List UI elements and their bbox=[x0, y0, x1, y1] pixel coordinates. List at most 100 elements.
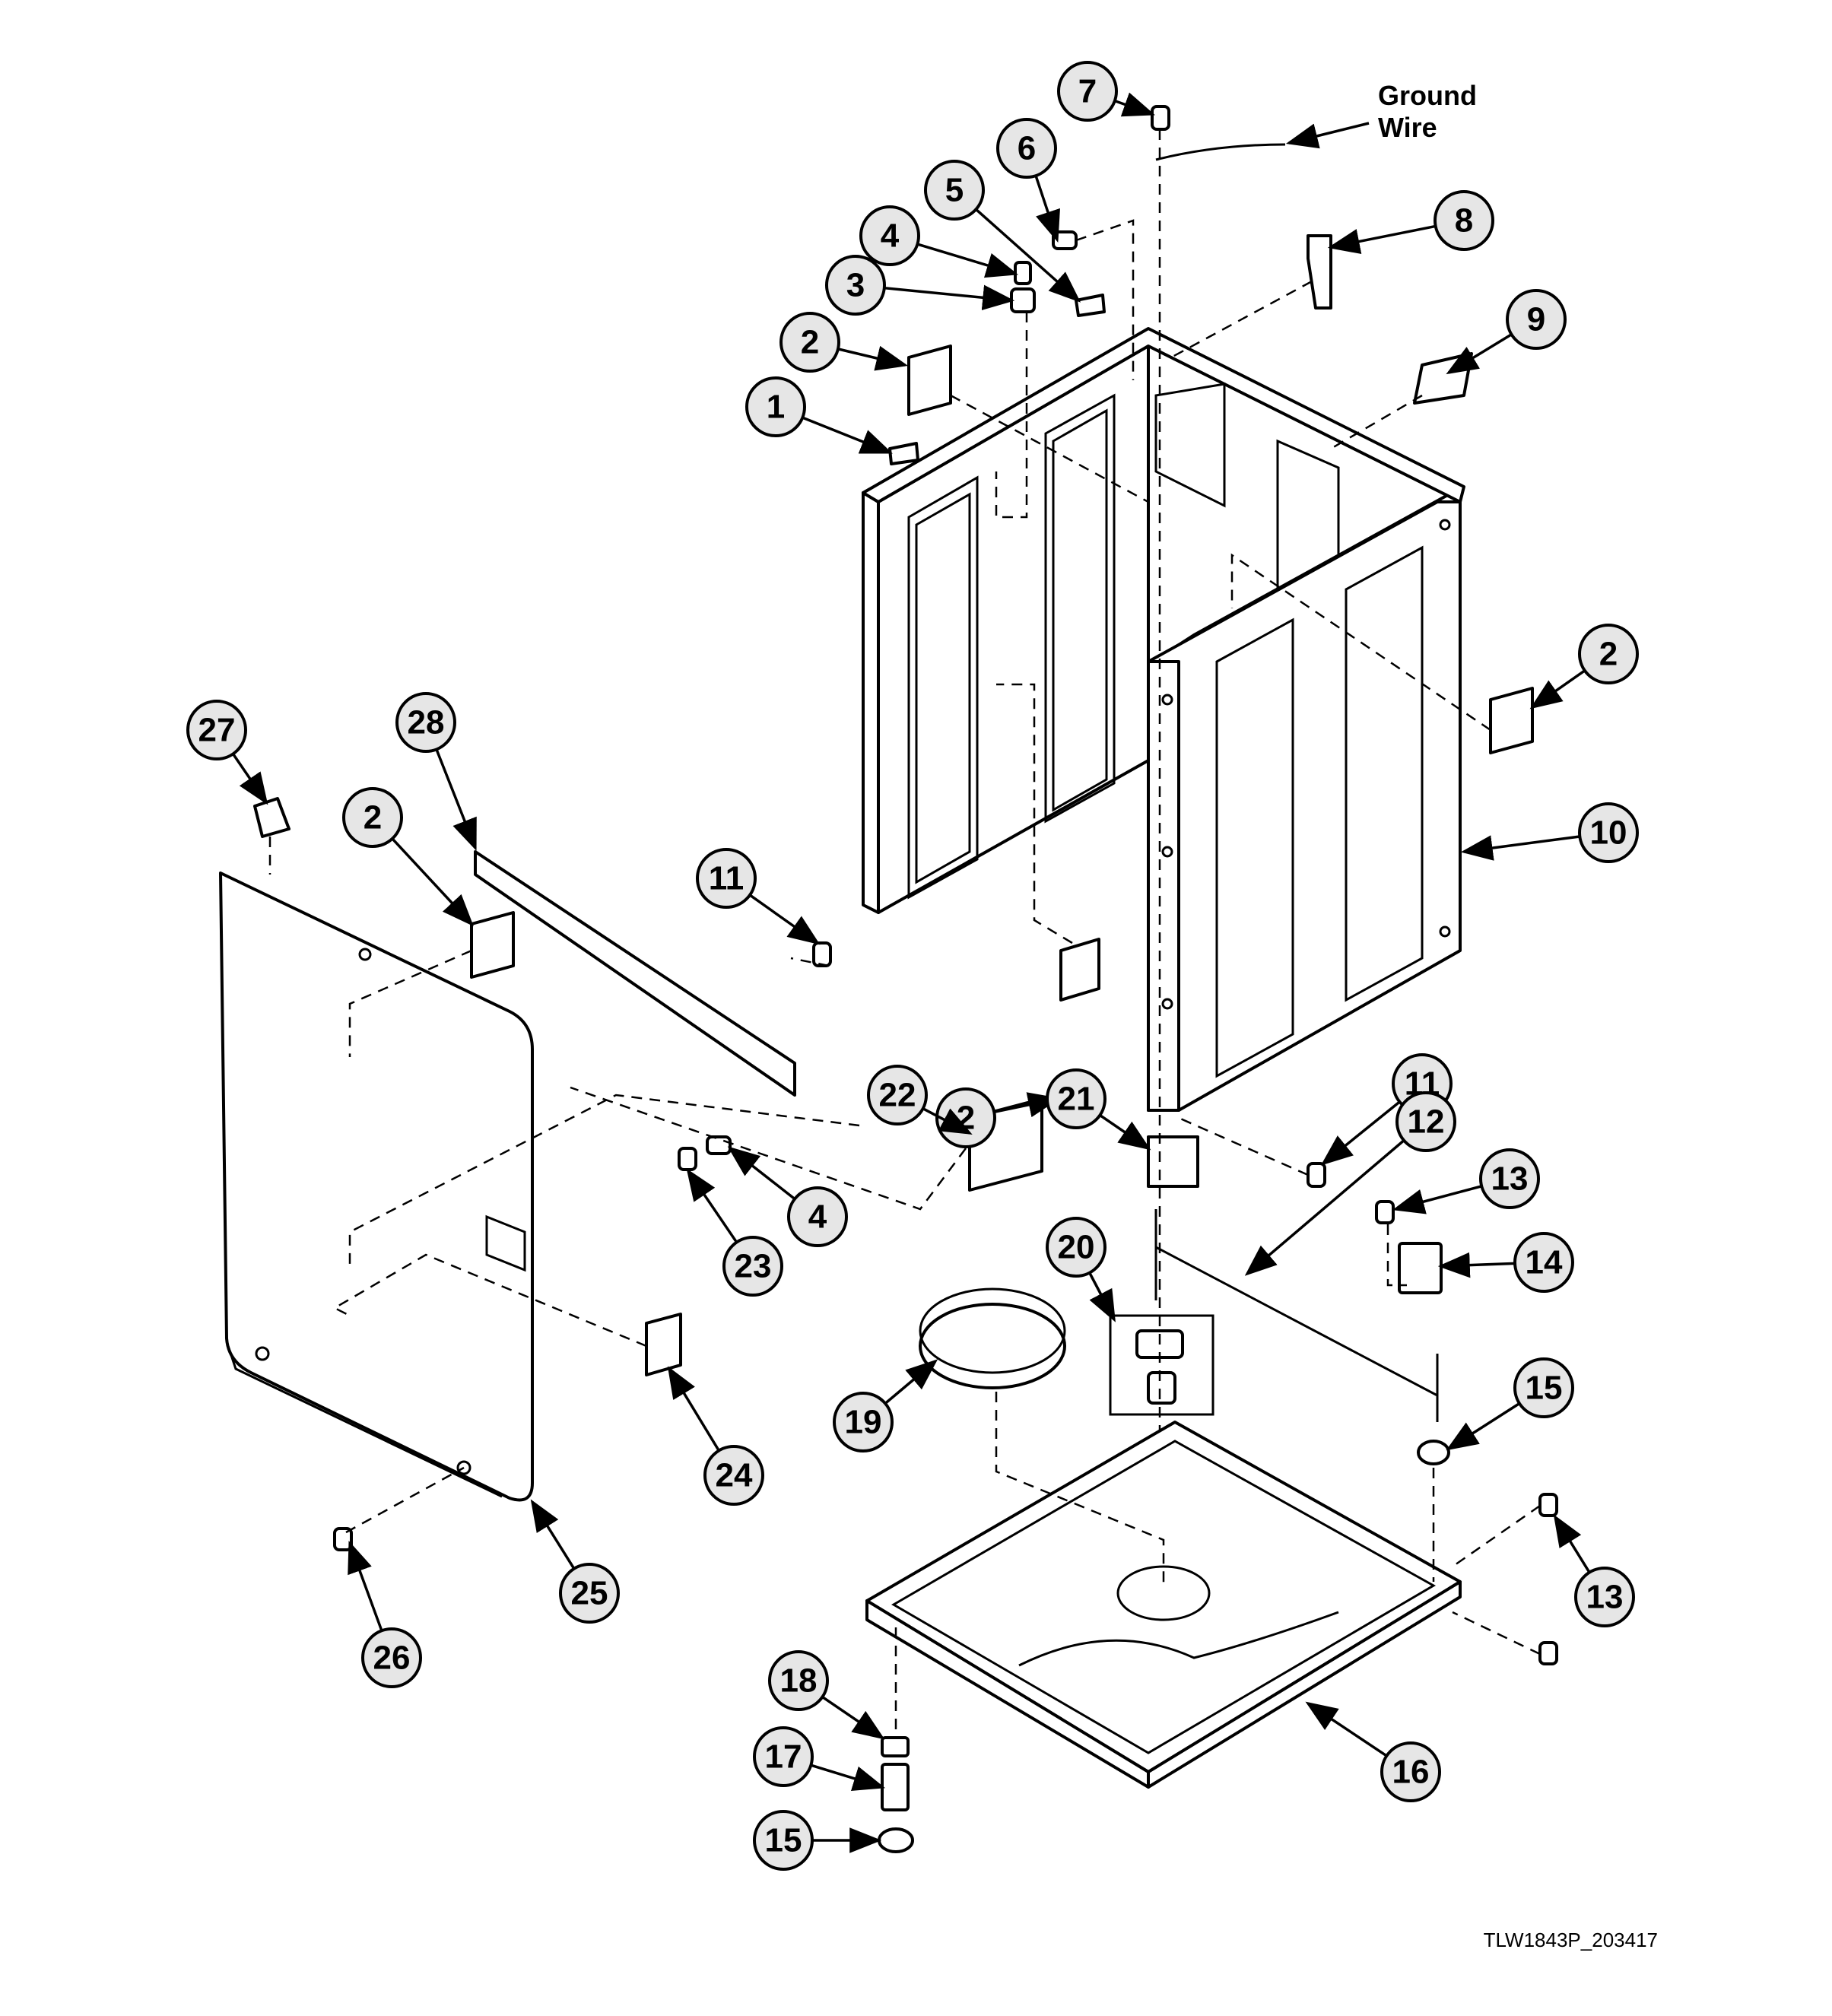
callout-bubble bbox=[1506, 289, 1567, 350]
callout-number: 24 bbox=[716, 1457, 753, 1494]
screw-4-mid bbox=[706, 1135, 732, 1155]
callout-leader-arrow bbox=[1392, 1185, 1482, 1214]
screw-26 bbox=[333, 1527, 353, 1551]
callout-leader-arrow bbox=[1034, 175, 1060, 243]
callout-number: 18 bbox=[780, 1662, 818, 1700]
callout-number: 11 bbox=[709, 860, 745, 897]
callout-leader-arrow bbox=[1553, 1514, 1591, 1573]
callout-7: 7 bbox=[1057, 61, 1155, 122]
callout-bubble bbox=[1578, 802, 1639, 863]
callout-number: 19 bbox=[845, 1404, 882, 1441]
callout-number: 20 bbox=[1058, 1229, 1095, 1266]
callout-number: 22 bbox=[879, 1077, 916, 1114]
callout-leader-arrow bbox=[1088, 1272, 1116, 1322]
kit-20 bbox=[1109, 1314, 1214, 1416]
callout-bubble bbox=[833, 1392, 894, 1452]
svg-text:Wire: Wire bbox=[1378, 112, 1437, 143]
svg-text:Ground: Ground bbox=[1378, 80, 1477, 111]
callout-20: 20 bbox=[1046, 1217, 1116, 1322]
nut-18 bbox=[881, 1736, 910, 1757]
callout-27: 27 bbox=[186, 700, 268, 805]
callout-number: 3 bbox=[846, 267, 865, 304]
callout-17: 17 bbox=[753, 1726, 886, 1791]
callout-4: 4 bbox=[727, 1146, 848, 1247]
callout-16: 16 bbox=[1305, 1701, 1441, 1802]
bolt-17 bbox=[881, 1763, 910, 1811]
callout-number: 6 bbox=[1018, 130, 1036, 167]
label-2-top bbox=[907, 344, 952, 416]
callout-leader-arrow bbox=[686, 1168, 738, 1243]
callout-bubble bbox=[1380, 1741, 1441, 1802]
callout-number: 2 bbox=[364, 799, 382, 837]
callout-leader-arrow bbox=[391, 837, 474, 927]
callout-bubble bbox=[722, 1236, 783, 1297]
callout-bubble bbox=[1046, 1068, 1107, 1129]
callout-bubble bbox=[1578, 624, 1639, 684]
callout-bubble bbox=[779, 312, 840, 373]
callout-bubble bbox=[924, 160, 985, 221]
callout-number: 2 bbox=[801, 324, 819, 361]
screw-11-left bbox=[812, 941, 832, 967]
ground-wire-label: Ground Wire bbox=[1285, 80, 1477, 149]
callout-13: 13 bbox=[1392, 1148, 1540, 1214]
rod-12 bbox=[1154, 1209, 1439, 1422]
callout-13: 13 bbox=[1553, 1514, 1635, 1627]
label-2-right bbox=[1489, 687, 1534, 754]
callout-24: 24 bbox=[667, 1366, 764, 1506]
callout-number: 13 bbox=[1586, 1579, 1624, 1616]
pad-1 bbox=[888, 442, 919, 465]
callout-14: 14 bbox=[1437, 1232, 1574, 1293]
callout-bubble bbox=[395, 692, 456, 753]
callout-leader-arrow bbox=[916, 243, 1019, 278]
callout-leader-arrow bbox=[1446, 333, 1513, 375]
callout-23: 23 bbox=[686, 1168, 783, 1297]
callout-3: 3 bbox=[825, 255, 1015, 316]
callout-bubble bbox=[768, 1650, 829, 1711]
callout-bubble bbox=[787, 1186, 848, 1247]
callout-leader-arrow bbox=[1320, 1100, 1401, 1166]
callout-number: 27 bbox=[198, 712, 236, 749]
callout-bubble bbox=[1479, 1148, 1540, 1209]
callout-number: 5 bbox=[945, 172, 964, 209]
callout-number: 23 bbox=[735, 1248, 772, 1285]
callout-2: 2 bbox=[779, 312, 909, 373]
base-frame bbox=[865, 1421, 1462, 1789]
label-2-front bbox=[470, 911, 515, 979]
callout-8: 8 bbox=[1327, 190, 1494, 255]
callout-5: 5 bbox=[924, 160, 1081, 303]
callout-12: 12 bbox=[1244, 1091, 1456, 1276]
callout-number: 8 bbox=[1455, 202, 1473, 240]
callout-number: 15 bbox=[1526, 1370, 1563, 1407]
callout-bubble bbox=[186, 700, 247, 760]
callout-1: 1 bbox=[745, 376, 893, 454]
screw-4-top bbox=[1014, 261, 1032, 285]
callout-bubble bbox=[1513, 1357, 1574, 1418]
callout-number: 21 bbox=[1058, 1081, 1095, 1118]
callout-bubble bbox=[753, 1810, 814, 1871]
callout-21: 21 bbox=[1046, 1068, 1151, 1151]
callout-number: 25 bbox=[571, 1575, 608, 1612]
cabinet-back-panel bbox=[862, 329, 1462, 914]
cabinet-right-side-panel bbox=[1147, 500, 1462, 1112]
callout-number: 13 bbox=[1491, 1160, 1529, 1198]
screw-13-base-top bbox=[1538, 1493, 1558, 1517]
callout-25: 25 bbox=[530, 1499, 620, 1624]
bushing-3 bbox=[1010, 287, 1036, 313]
callout-number: 28 bbox=[408, 704, 445, 741]
callout-leader-arrow bbox=[975, 208, 1081, 303]
callout-leader-arrow bbox=[348, 1541, 383, 1631]
callout-leader-arrow bbox=[530, 1499, 576, 1570]
callout-bubble bbox=[1434, 190, 1494, 251]
callout-number: 9 bbox=[1527, 301, 1545, 338]
callout-leader-arrow bbox=[1099, 1114, 1151, 1151]
label-9 bbox=[1413, 352, 1473, 405]
callout-leader-arrow bbox=[884, 1359, 938, 1405]
callout-leader-arrow bbox=[435, 748, 477, 851]
top-rail bbox=[474, 850, 796, 1097]
callout-6: 6 bbox=[996, 118, 1060, 243]
label-24 bbox=[645, 1313, 682, 1376]
callout-bubble bbox=[753, 1726, 814, 1787]
bracket-8 bbox=[1307, 234, 1332, 310]
